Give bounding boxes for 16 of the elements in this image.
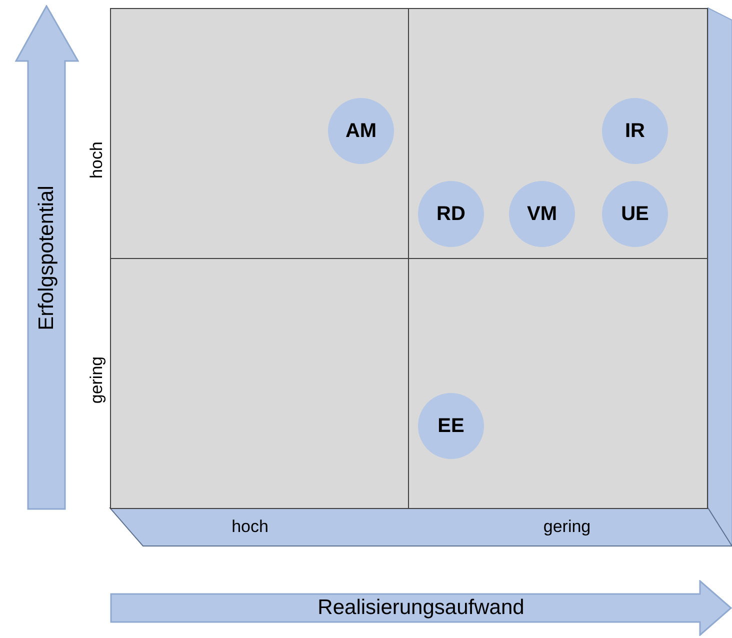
rating-circle: UE [602, 181, 668, 247]
axis-arrow: Erfolgspotential [15, 5, 79, 510]
axis-arrow: Realisierungsaufwand [110, 580, 732, 636]
axis-label: gering [543, 517, 591, 537]
quadrant-box [408, 258, 708, 509]
rating-circle: VM [509, 181, 575, 247]
rating-circle: RD [418, 181, 484, 247]
rating-circle: IR [602, 98, 668, 164]
axis-label: gering [87, 356, 107, 404]
rating-circle: AM [328, 98, 394, 164]
axis-label: hoch [87, 142, 107, 178]
axis-label: hoch [232, 517, 268, 537]
rating-circle: EE [418, 393, 484, 459]
quadrant-box [110, 8, 409, 259]
quadrant-box [110, 258, 409, 509]
quadrant-box [408, 8, 708, 259]
